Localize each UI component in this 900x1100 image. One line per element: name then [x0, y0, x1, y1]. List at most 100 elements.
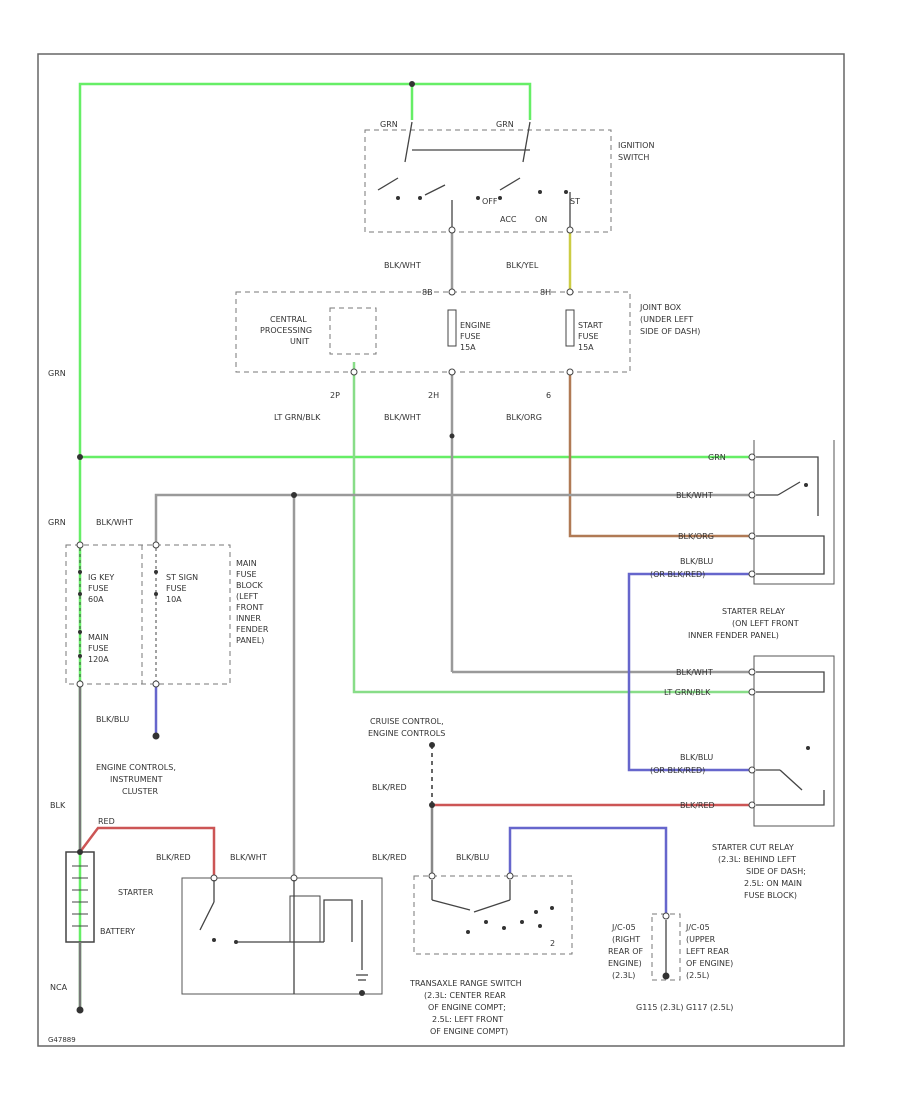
scr-blk-wht: BLK/WHT	[676, 668, 713, 677]
jc-left-2: (RIGHT	[612, 935, 640, 944]
cruise-1: CRUISE CONTROL,	[370, 717, 444, 726]
fb-st-sig-1: ST SIGN	[166, 573, 198, 582]
ign-off-label: OFF	[482, 197, 498, 206]
jb-label-3: SIDE OF DASH)	[640, 327, 700, 336]
jc-left-5: (2.3L)	[612, 971, 635, 980]
sr-blk-org: BLK/ORG	[678, 532, 714, 541]
fb-grn: GRN	[48, 518, 66, 527]
fb-label-5: FRONT	[236, 603, 263, 612]
wire-label-grn-vertical: GRN	[48, 369, 66, 378]
wire-label-blk-red-tr1: BLK/RED	[372, 783, 407, 792]
diagram-frame	[37, 53, 845, 1047]
wire-blk-wht-relay	[154, 493, 752, 545]
engine-controls-1: ENGINE CONTROLS,	[96, 763, 176, 772]
sr-label-3: INNER FENDER PANEL)	[688, 631, 779, 640]
fb-main-2: FUSE	[88, 644, 109, 653]
jc-right-5: (2.5L)	[686, 971, 709, 980]
st-blk-wht: BLK/WHT	[230, 853, 267, 862]
fb-st-sig-2: FUSE	[166, 584, 187, 593]
jb-cpu-2: PROCESSING	[260, 326, 312, 335]
wire-label-blk-yel-top: BLK/YEL	[506, 261, 539, 270]
jb-pin-6: 6	[546, 391, 551, 400]
fb-label-8: PANEL)	[236, 636, 264, 645]
engine-controls-3: CLUSTER	[122, 787, 159, 796]
sr-blk-blu: BLK/BLU	[680, 557, 713, 566]
jb-pin-8h: 8H	[540, 288, 551, 297]
jb-start-fuse-2: FUSE	[578, 332, 599, 341]
wire-label-blk-wht-top: BLK/WHT	[384, 261, 421, 270]
wire-label-blk: BLK	[50, 801, 66, 810]
footer-code: G47889	[48, 1036, 76, 1044]
ground-codes: G115 (2.3L) G117 (2.5L)	[636, 1003, 733, 1012]
wire-label-blk-wht-mid: BLK/WHT	[384, 413, 421, 422]
wires	[78, 82, 752, 1010]
wire-label-blk-org: BLK/ORG	[506, 413, 542, 422]
fb-label-2: FUSE	[236, 570, 257, 579]
fb-main-1: MAIN	[88, 633, 109, 642]
wire-blk-org	[568, 372, 752, 538]
wire-label-blk-blu-tr: BLK/BLU	[456, 853, 489, 862]
jc-right-2: (UPPER	[686, 935, 716, 944]
fb-label-7: FENDER	[236, 625, 269, 634]
scr-label-2: (2.3L: BEHIND LEFT	[718, 855, 796, 864]
fb-label-3: BLOCK	[236, 581, 264, 590]
transaxle-1: TRANSAXLE RANGE SWITCH	[409, 979, 522, 988]
jc-left-3: REAR OF	[608, 947, 643, 956]
starter-relay: GRN BLK/WHT BLK/ORG BLK/BLU (OR BLK/RED)…	[650, 440, 835, 640]
jb-cpu-3: UNIT	[290, 337, 309, 346]
jb-start-fuse-3: 15A	[578, 343, 594, 352]
wire-lt-grn-blk	[352, 362, 752, 694]
jb-engine-fuse-1: ENGINE	[460, 321, 491, 330]
ignition-switch-label-2: SWITCH	[618, 153, 649, 162]
transaxle-5: OF ENGINE COMPT)	[430, 1027, 508, 1036]
jb-pin-2p: 2P	[330, 391, 340, 400]
scr-label-5: FUSE BLOCK)	[744, 891, 797, 900]
fb-label-4: (LEFT	[236, 592, 258, 601]
engine-controls-2: INSTRUMENT	[110, 775, 163, 784]
fb-label-1: MAIN	[236, 559, 257, 568]
joint-box: 8B 8H CENTRAL PROCESSING UNIT ENGINE FUS…	[235, 288, 700, 400]
scr-label-3: SIDE OF DASH;	[746, 867, 806, 876]
scr-blk-blu: BLK/BLU	[680, 753, 713, 762]
jb-cpu-1: CENTRAL	[270, 315, 307, 324]
starter-label: STARTER	[118, 888, 154, 897]
ign-grn-right-label: GRN	[496, 120, 514, 129]
jc-right-3: LEFT REAR	[686, 947, 729, 956]
sr-blk-blu-2: (OR BLK/RED)	[650, 570, 705, 579]
ign-grn-left-label: GRN	[380, 120, 398, 129]
transaxle-3: OF ENGINE COMPT;	[428, 1003, 506, 1012]
jc-right-1: J/C-05	[685, 923, 710, 932]
ign-st-label: ST	[570, 197, 580, 206]
fb-ig-key-1: IG KEY	[88, 573, 114, 582]
wire-label-lt-grn-blk: LT GRN/BLK	[274, 413, 321, 422]
fb-label-6: INNER	[236, 614, 261, 623]
battery: BATTERY NCA	[50, 849, 135, 1014]
st-blk-red: BLK/RED	[156, 853, 191, 862]
transaxle-2: (2.3L: CENTER REAR	[424, 991, 506, 1000]
ignition-switch-label-1: IGNITION	[618, 141, 654, 150]
fb-blk-wht: BLK/WHT	[96, 518, 133, 527]
jb-pin-8b: 8B	[422, 288, 433, 297]
starter: BLK/RED BLK/WHT STARTER	[118, 853, 383, 996]
scr-lt-grn-blk: LT GRN/BLK	[664, 688, 711, 697]
ign-acc-label: ACC	[500, 215, 517, 224]
battery-label: BATTERY	[100, 927, 135, 936]
sr-label-1: STARTER RELAY	[722, 607, 785, 616]
jb-engine-fuse-2: FUSE	[460, 332, 481, 341]
wire-grn-main	[78, 82, 532, 1010]
starter-cut-relay: BLK/WHT LT GRN/BLK BLK/BLU (OR BLK/RED) …	[650, 655, 835, 900]
jc-left-1: J/C-05	[611, 923, 636, 932]
sr-label-2: (ON LEFT FRONT	[732, 619, 799, 628]
wire-label-blk-red-tr2: BLK/RED	[372, 853, 407, 862]
fb-st-sig-3: 10A	[166, 595, 182, 604]
jc-left-4: ENGINE)	[608, 959, 642, 968]
jb-label-2: (UNDER LEFT	[640, 315, 693, 324]
jb-start-fuse-1: START	[578, 321, 603, 330]
transaxle-4: 2.5L: LEFT FRONT	[432, 1015, 503, 1024]
transaxle-range-switch: 2 TRANSAXLE RANGE SWITCH (2.3L: CENTER R…	[409, 872, 573, 1036]
wire-blk-blu-relay-loop	[627, 572, 752, 772]
sr-grn: GRN	[708, 453, 726, 462]
jb-label-1: JOINT BOX	[639, 303, 682, 312]
ignition-switch: GRN GRN OFF ACC ON ST IGNITION SWITCH	[364, 81, 654, 234]
ign-on-label: ON	[535, 215, 547, 224]
